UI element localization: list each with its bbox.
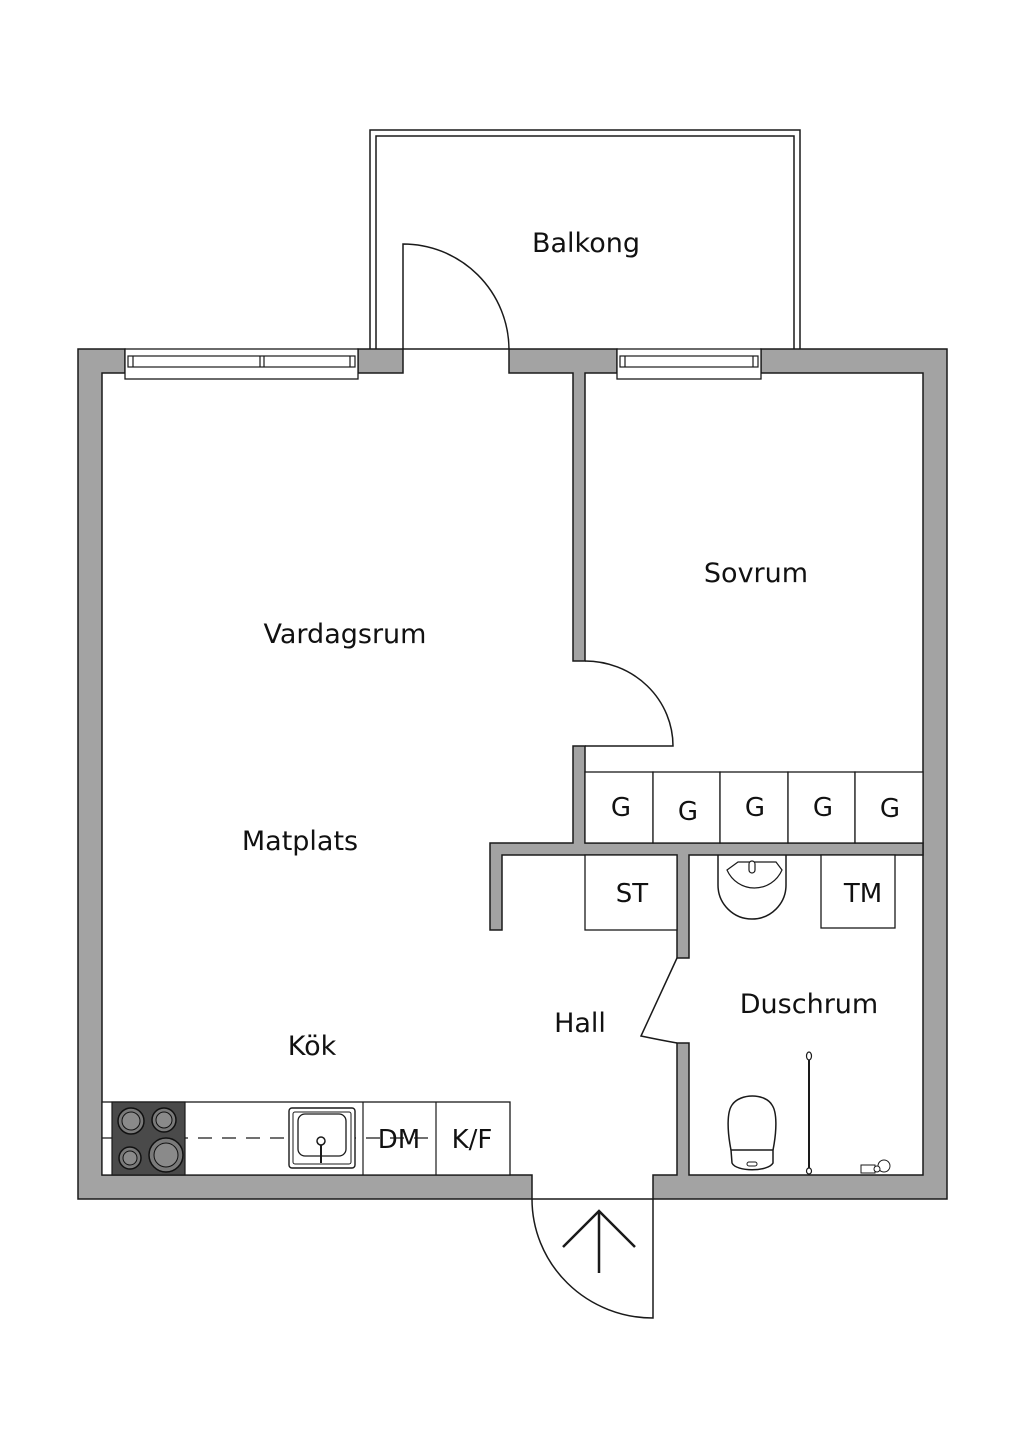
washing-machine-label: TM [843, 879, 882, 909]
storage-label: ST [616, 879, 649, 909]
room-label-kitchen: Kök [288, 1031, 337, 1062]
window-bedroom [616, 348, 762, 380]
dishwasher: DM [378, 1125, 420, 1155]
wall-top-segment-a [357, 348, 404, 374]
toilet-icon [727, 1095, 777, 1171]
kitchen-sink-icon [288, 1107, 356, 1169]
dishwasher-label: DM [378, 1125, 420, 1155]
entrance-arrow-icon [562, 1209, 636, 1273]
wardrobe-label: G [880, 794, 900, 824]
balcony-door[interactable] [402, 243, 510, 350]
balcony [369, 129, 801, 349]
storage-closet: ST [584, 854, 678, 931]
room-label-dining: Matplats [242, 826, 358, 857]
wardrobe-label: G [813, 793, 833, 823]
floor-drain-icon [860, 1159, 891, 1174]
bathroom-door[interactable] [639, 957, 678, 1044]
room-label-living-room: Vardagsrum [264, 619, 427, 650]
wardrobe-5 [854, 771, 924, 844]
wardrobe-label: G [745, 793, 765, 823]
fridge-freezer-label: K/F [452, 1125, 493, 1155]
room-label-balcony: Balkong [532, 228, 640, 259]
wardrobe-label: G [678, 797, 698, 827]
shower-rail-icon [805, 1051, 813, 1175]
wall-west-and-south-left [77, 348, 533, 1200]
wardrobe-row: G G G G G [584, 771, 924, 844]
washbasin-icon [717, 855, 787, 920]
washing-machine: TM [820, 854, 896, 929]
wardrobe-1 [584, 771, 654, 844]
window-living-room [124, 348, 359, 380]
balcony-inner-railing [375, 135, 795, 349]
balcony-outer-railing [369, 129, 801, 349]
wardrobe-label: G [611, 793, 631, 823]
room-label-bedroom: Sovrum [704, 558, 808, 589]
entrance-door[interactable] [531, 1198, 654, 1319]
fridge-freezer: K/F [452, 1125, 493, 1155]
stove-icon [111, 1101, 186, 1176]
bedroom-door[interactable] [584, 660, 674, 747]
wardrobe-4 [787, 771, 856, 844]
room-label-hall: Hall [554, 1008, 606, 1039]
wall-top-segment-b [508, 348, 618, 662]
room-label-shower-room: Duschrum [740, 989, 878, 1020]
